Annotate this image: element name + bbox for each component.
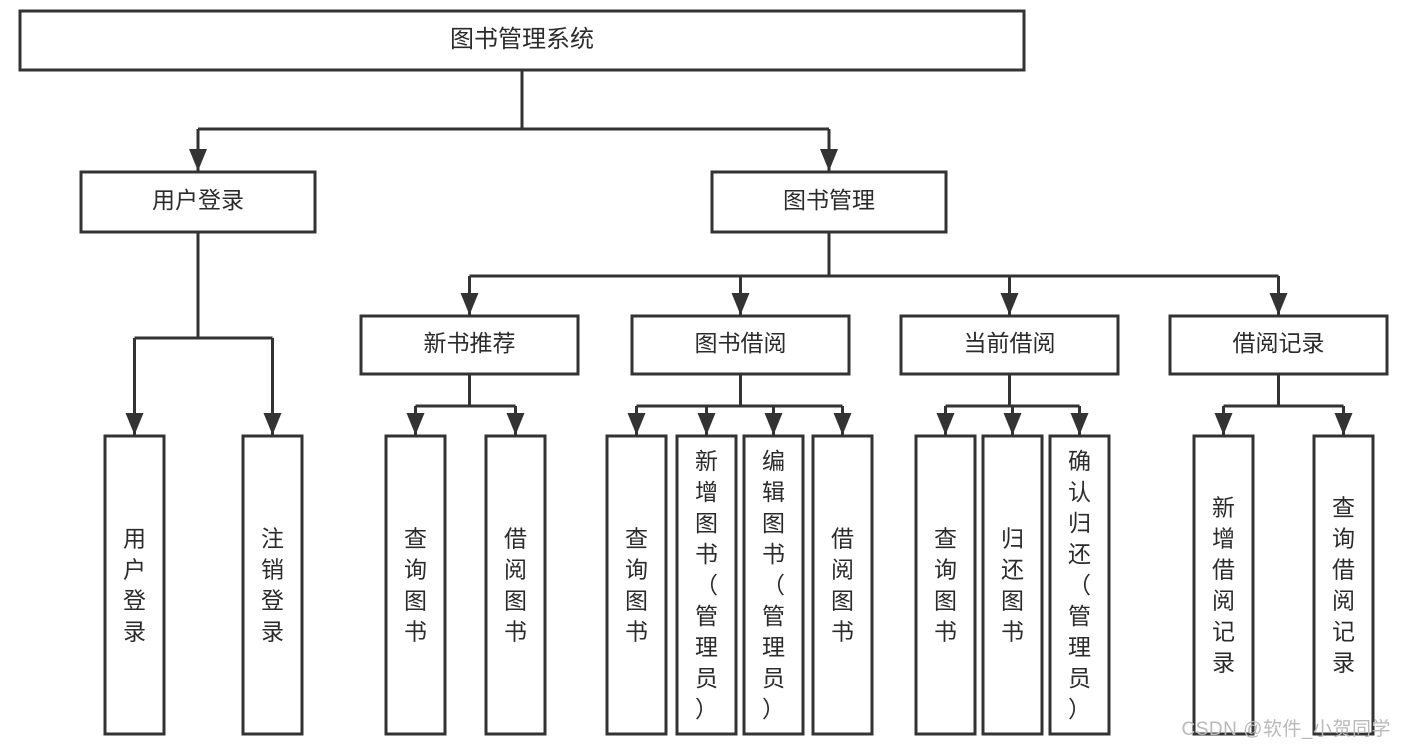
node-label-user-login: 用户登录 bbox=[152, 187, 244, 213]
arrow-head-icon bbox=[406, 413, 425, 435]
node-box-new-book-recommend bbox=[359, 314, 580, 376]
node-label-book-borrow: 图书借阅 bbox=[695, 330, 787, 356]
arrow-head-icon bbox=[1070, 413, 1089, 435]
node-label-leaf-query-book-2: 查询图书 bbox=[625, 526, 648, 645]
node-label-borrow-record: 借阅记录 bbox=[1233, 330, 1325, 356]
node-leaf-query-book-3[interactable]: 查询图书 bbox=[914, 434, 977, 736]
node-box-leaf-borrow-book-1 bbox=[484, 434, 547, 736]
arrow-head-icon bbox=[1003, 413, 1022, 435]
node-leaf-confirm-return[interactable]: 确认归还（管理员） bbox=[1048, 434, 1111, 736]
node-leaf-query-book-1[interactable]: 查询图书 bbox=[384, 434, 447, 736]
arrow-head-icon bbox=[731, 293, 750, 315]
edge-group-book-borrow bbox=[627, 374, 852, 435]
arrow-head-icon bbox=[764, 413, 783, 435]
node-box-leaf-query-book-3 bbox=[914, 434, 977, 736]
node-leaf-query-book-2[interactable]: 查询图书 bbox=[605, 434, 668, 736]
edge-group-root bbox=[189, 70, 838, 171]
node-leaf-user-login[interactable]: 用户登录 bbox=[103, 434, 166, 736]
node-box-borrow-record bbox=[1168, 314, 1389, 376]
node-box-book-management bbox=[710, 170, 948, 234]
node-box-current-borrow bbox=[899, 314, 1120, 376]
edge-group-current-borrow bbox=[936, 374, 1089, 435]
node-label-leaf-edit-book: 编辑图书（管理员） bbox=[762, 448, 785, 722]
arrow-head-icon bbox=[697, 413, 716, 435]
node-label-new-book-recommend: 新书推荐 bbox=[424, 330, 516, 356]
node-leaf-return-book[interactable]: 归还图书 bbox=[981, 434, 1044, 736]
edge-group-new-book-recommend bbox=[406, 374, 525, 435]
node-label-leaf-user-login: 用户登录 bbox=[123, 526, 146, 645]
node-box-leaf-query-book-1 bbox=[384, 434, 447, 736]
edge-group-book-management bbox=[460, 232, 1288, 315]
arrow-head-icon bbox=[627, 413, 646, 435]
node-label-book-management: 图书管理 bbox=[783, 187, 875, 213]
arrow-head-icon bbox=[1334, 413, 1353, 435]
node-box-user-login bbox=[79, 170, 317, 234]
arrow-head-icon bbox=[936, 413, 955, 435]
node-leaf-add-record[interactable]: 新增借阅记录 bbox=[1192, 434, 1255, 736]
node-box-leaf-query-record bbox=[1312, 434, 1375, 736]
node-root[interactable]: 图书管理系统 bbox=[18, 9, 1026, 72]
node-label-leaf-query-book-1: 查询图书 bbox=[404, 526, 427, 645]
node-book-borrow[interactable]: 图书借阅 bbox=[630, 314, 851, 376]
arrow-head-icon bbox=[1214, 413, 1233, 435]
arrow-head-icon bbox=[263, 413, 282, 435]
arrow-head-icon bbox=[506, 413, 525, 435]
node-box-leaf-borrow-book-2 bbox=[811, 434, 874, 736]
node-box-leaf-user-login bbox=[103, 434, 166, 736]
node-box-leaf-logout bbox=[241, 434, 304, 736]
node-label-leaf-query-record: 查询借阅记录 bbox=[1332, 495, 1355, 676]
node-book-management[interactable]: 图书管理 bbox=[710, 170, 948, 234]
node-new-book-recommend[interactable]: 新书推荐 bbox=[359, 314, 580, 376]
node-label-leaf-borrow-book-2: 借阅图书 bbox=[831, 526, 854, 645]
node-box-book-borrow bbox=[630, 314, 851, 376]
node-layer: 图书管理系统用户登录图书管理新书推荐图书借阅当前借阅借阅记录用户登录注销登录查询… bbox=[18, 9, 1389, 736]
arrow-head-icon bbox=[833, 413, 852, 435]
arrow-head-icon bbox=[820, 149, 838, 171]
node-label-leaf-add-record: 新增借阅记录 bbox=[1212, 495, 1235, 676]
arrow-head-icon bbox=[189, 149, 207, 171]
node-box-leaf-add-record bbox=[1192, 434, 1255, 736]
node-label-leaf-logout: 注销登录 bbox=[261, 526, 284, 645]
arrow-head-icon bbox=[125, 413, 144, 435]
node-leaf-add-book[interactable]: 新增图书（管理员） bbox=[675, 434, 738, 736]
node-borrow-record[interactable]: 借阅记录 bbox=[1168, 314, 1389, 376]
node-box-leaf-query-book-2 bbox=[605, 434, 668, 736]
node-label-leaf-query-book-3: 查询图书 bbox=[934, 526, 957, 645]
node-current-borrow[interactable]: 当前借阅 bbox=[899, 314, 1120, 376]
node-user-login[interactable]: 用户登录 bbox=[79, 170, 317, 234]
connector-layer bbox=[125, 70, 1353, 435]
node-label-leaf-confirm-return: 确认归还（管理员） bbox=[1068, 448, 1091, 722]
node-leaf-edit-book[interactable]: 编辑图书（管理员） bbox=[742, 434, 805, 736]
node-label-current-borrow: 当前借阅 bbox=[964, 330, 1056, 356]
node-label-root: 图书管理系统 bbox=[450, 26, 594, 53]
node-box-leaf-edit-book bbox=[742, 434, 805, 736]
node-box-leaf-add-book bbox=[675, 434, 738, 736]
node-leaf-logout[interactable]: 注销登录 bbox=[241, 434, 304, 736]
arrow-head-icon bbox=[1000, 293, 1019, 315]
node-leaf-borrow-book-1[interactable]: 借阅图书 bbox=[484, 434, 547, 736]
node-label-leaf-borrow-book-1: 借阅图书 bbox=[504, 526, 527, 645]
node-label-leaf-return-book: 归还图书 bbox=[1001, 526, 1024, 645]
node-label-leaf-add-book: 新增图书（管理员） bbox=[695, 448, 718, 722]
node-leaf-borrow-book-2[interactable]: 借阅图书 bbox=[811, 434, 874, 736]
edge-group-borrow-record bbox=[1214, 374, 1353, 435]
node-box-leaf-confirm-return bbox=[1048, 434, 1111, 736]
edge-group-user-login bbox=[125, 232, 282, 435]
node-box-root bbox=[18, 9, 1026, 72]
node-leaf-query-record[interactable]: 查询借阅记录 bbox=[1312, 434, 1375, 736]
node-box-leaf-return-book bbox=[981, 434, 1044, 736]
arrow-head-icon bbox=[1269, 293, 1288, 315]
arrow-head-icon bbox=[460, 293, 479, 315]
